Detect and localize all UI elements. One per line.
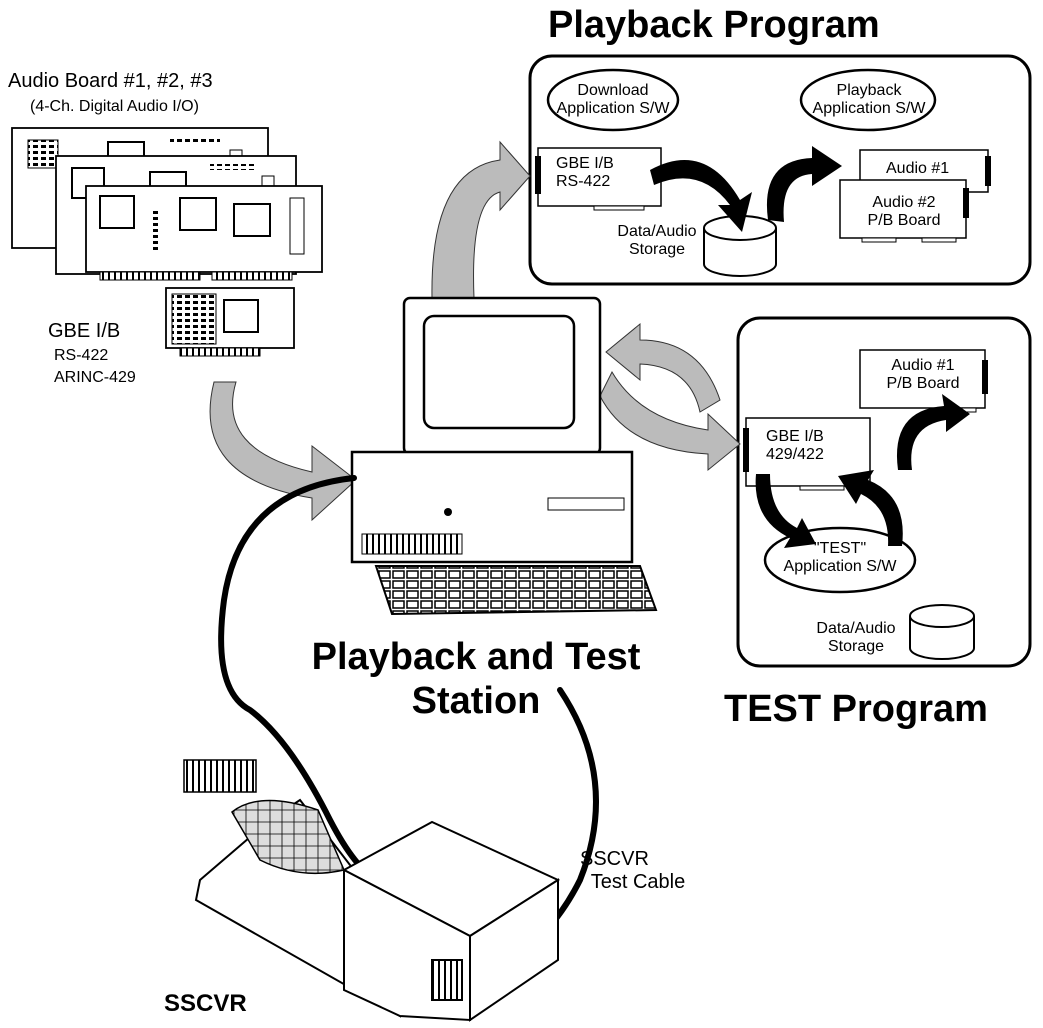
- download-sw-ellipse: [546, 68, 680, 132]
- playback-audio1-label: Audio #1: [886, 160, 950, 177]
- test-audio1-connector: [982, 360, 988, 394]
- recorder-connector: [431, 959, 463, 1001]
- audio2-board: [839, 179, 967, 239]
- audio-board-3: [85, 185, 323, 281]
- keyboard: [374, 565, 658, 616]
- station-title: Playback and Test Station: [311, 636, 641, 722]
- test-gbe-edge: [799, 485, 845, 491]
- test-audio1-board: [859, 349, 986, 409]
- playback-audio2-label: Audio #2 P/B Board: [867, 194, 941, 230]
- audio2-connector: [963, 188, 969, 218]
- gbe-board-edge: [593, 205, 645, 211]
- audio-boards-title: Audio Board #1, #2, #3: [8, 70, 213, 92]
- test-sw-to-gbe-arrow: [838, 470, 903, 546]
- gbe-interface-board: [165, 287, 295, 357]
- test-program-title: TEST Program: [724, 688, 988, 730]
- station-to-playback-arrow: [431, 140, 531, 299]
- gbe-rs422-label: RS-422: [54, 347, 109, 364]
- drive-bay: [547, 497, 625, 511]
- station-to-test-arrow: [599, 370, 741, 472]
- playback-program-title: Playback Program: [548, 4, 880, 46]
- audio-boards-stack: [11, 127, 323, 281]
- test-program-panel: [736, 316, 1032, 668]
- audio1-connector: [985, 156, 991, 186]
- sscvr-recorder: [183, 759, 561, 1022]
- recorder-box-side: [469, 878, 559, 1022]
- cable-label: SSCVR Test Cable: [580, 848, 686, 893]
- gbe-title: GBE I/B: [48, 320, 121, 342]
- test-to-station-arrow: [605, 322, 721, 413]
- playback-sw-ellipse: [799, 68, 937, 132]
- playback-storage-label: Data/Audio Storage: [617, 223, 697, 259]
- test-storage-label: Data/Audio Storage: [816, 620, 896, 656]
- monitor-screen: [422, 314, 576, 430]
- gbe-arinc-label: ARINC-429: [54, 369, 136, 386]
- power-knob: [444, 508, 452, 516]
- audio2-edge-left: [861, 237, 897, 243]
- storage-to-audio-arrow: [766, 146, 842, 222]
- playback-program-panel: [528, 54, 1032, 286]
- test-gbe-label: GBE I/B 429/422: [766, 428, 824, 464]
- test-gbe-connector: [743, 428, 749, 472]
- recorder-roll: [183, 759, 257, 793]
- gbe-to-test-sw-arrow: [755, 474, 816, 548]
- audio2-edge-right: [921, 237, 957, 243]
- gbe-to-storage-arrow: [650, 160, 752, 232]
- to-audio-board-arrow: [896, 394, 970, 470]
- test-audio1-label: Audio #1 P/B Board: [886, 357, 960, 393]
- playback-sw-label: Playback Application S/W: [812, 82, 926, 118]
- test-sw-label: "TEST" Application S/W: [783, 540, 897, 576]
- sscvr-label: SSCVR: [164, 990, 247, 1017]
- download-sw-label: Download Application S/W: [556, 82, 670, 118]
- case-vent: [361, 533, 463, 555]
- audio-boards-subtitle: (4-Ch. Digital Audio I/O): [30, 98, 199, 115]
- playback-gbe-label: GBE I/B RS-422: [556, 155, 614, 191]
- gbe-board-connector: [535, 156, 541, 194]
- computer-station: [350, 296, 658, 616]
- test-storage-icon: [909, 604, 975, 660]
